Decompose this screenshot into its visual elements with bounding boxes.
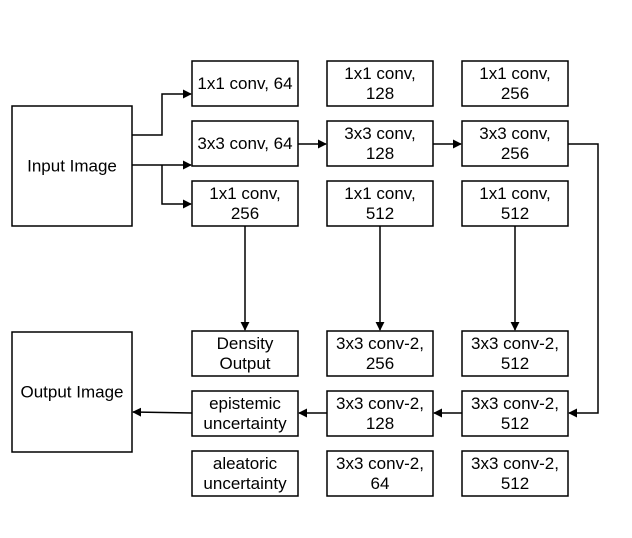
node-box [11, 105, 133, 227]
node-c2-3x3-128: 3x3 conv,128 [326, 120, 434, 167]
node-label: 512 [501, 354, 529, 373]
node-label: Output [219, 354, 270, 373]
node-c3-1x1-256: 1x1 conv,256 [461, 60, 569, 107]
node-label: 256 [366, 354, 394, 373]
node-c1-3x3-64: 3x3 conv, 64 [191, 120, 299, 167]
node-box [461, 60, 569, 107]
edge-epistemic-to-output [132, 407, 193, 417]
node-label: 1x1 conv, [479, 184, 551, 203]
node-label: aleatoric [213, 454, 278, 473]
node-box [326, 330, 434, 377]
node-c1-1x1-64: 1x1 conv, 64 [191, 60, 299, 107]
node-label: 1x1 conv, [344, 64, 416, 83]
node-box [326, 120, 434, 167]
node-label: 3x3 conv, 64 [197, 134, 292, 153]
node-box [191, 450, 299, 497]
node-box [461, 180, 569, 227]
node-box [326, 390, 434, 437]
node-c2-1x1-128: 1x1 conv,128 [326, 60, 434, 107]
node-label: epistemic [209, 394, 281, 413]
node-box [326, 180, 434, 227]
node-label: 3x3 conv-2, [336, 334, 424, 353]
node-box [461, 330, 569, 377]
node-box [461, 390, 569, 437]
node-label: 3x3 conv-2, [471, 454, 559, 473]
edge-input-to-1x1-64 [132, 89, 192, 136]
node-label: 64 [371, 474, 390, 493]
node-label: Output Image [20, 383, 123, 402]
node-label: Input Image [27, 157, 117, 176]
node-box [326, 60, 434, 107]
node-label: uncertainty [203, 414, 287, 433]
node-label: 128 [366, 414, 394, 433]
node-box [461, 120, 569, 167]
node-d3-conv2-512a: 3x3 conv-2,512 [461, 330, 569, 377]
node-d2-conv2-64: 3x3 conv-2,64 [326, 450, 434, 497]
node-c1-1x1-256: 1x1 conv,256 [191, 180, 299, 227]
node-label: 256 [501, 84, 529, 103]
node-box [461, 450, 569, 497]
node-box [191, 180, 299, 227]
edge-input-to-1x1-256 [161, 165, 192, 209]
node-label: uncertainty [203, 474, 287, 493]
node-label: 1x1 conv, 64 [197, 74, 292, 93]
node-label: 512 [501, 474, 529, 493]
node-label: 3x3 conv-2, [336, 394, 424, 413]
node-label: 256 [501, 144, 529, 163]
node-box [191, 390, 299, 437]
node-label: 512 [366, 204, 394, 223]
node-label: 1x1 conv, [209, 184, 281, 203]
node-label: 512 [501, 414, 529, 433]
node-output-image: Output Image [11, 331, 133, 453]
edge-3x3-256-to-decoder [568, 143, 599, 418]
node-input-image: Input Image [11, 105, 133, 227]
edges [132, 89, 599, 418]
node-label: Density [217, 334, 274, 353]
node-box [326, 450, 434, 497]
node-d2-conv2-128: 3x3 conv-2,128 [326, 390, 434, 437]
node-box [191, 330, 299, 377]
node-box [191, 120, 299, 167]
node-d2-conv2-256: 3x3 conv-2,256 [326, 330, 434, 377]
node-c2-1x1-512: 1x1 conv,512 [326, 180, 434, 227]
node-c3-1x1-512: 1x1 conv,512 [461, 180, 569, 227]
node-label: 3x3 conv, [344, 124, 416, 143]
node-box [11, 331, 133, 453]
node-label: 256 [231, 204, 259, 223]
node-label: 3x3 conv-2, [471, 394, 559, 413]
node-label: 3x3 conv-2, [336, 454, 424, 473]
node-label: 1x1 conv, [344, 184, 416, 203]
node-label: 128 [366, 84, 394, 103]
node-label: 1x1 conv, [479, 64, 551, 83]
node-label: 3x3 conv-2, [471, 334, 559, 353]
node-d3-conv2-512c: 3x3 conv-2,512 [461, 450, 569, 497]
node-c3-3x3-256: 3x3 conv,256 [461, 120, 569, 167]
node-label: 3x3 conv, [479, 124, 551, 143]
node-box [191, 60, 299, 107]
node-label: 512 [501, 204, 529, 223]
node-d3-conv2-512b: 3x3 conv-2,512 [461, 390, 569, 437]
node-label: 128 [366, 144, 394, 163]
